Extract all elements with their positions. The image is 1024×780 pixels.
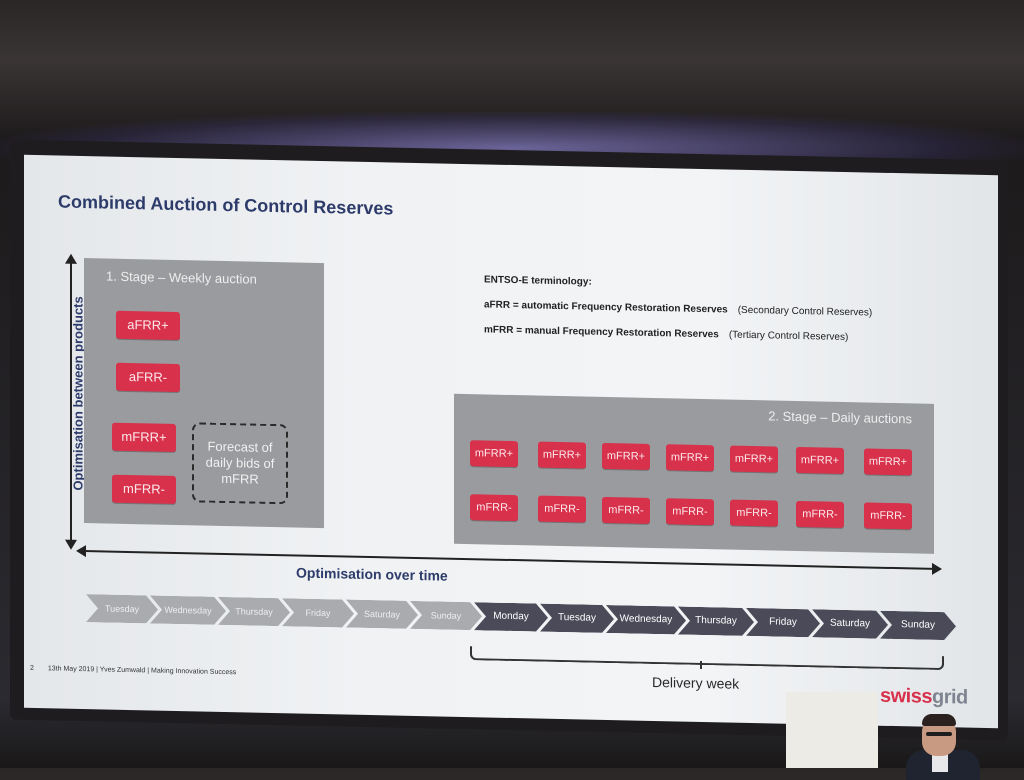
terminology-block: ENTSO-E terminology: aFRR = automatic Fr… (484, 274, 872, 357)
stage1-product-afrr-minus: aFRR- (116, 362, 180, 393)
timeline-day-past: Thursday (218, 597, 290, 627)
stage1-weekly-auction-box: 1. Stage – Weekly auction aFRR+ aFRR- mF… (84, 258, 324, 529)
stage1-product-afrr-plus: aFRR+ (116, 310, 180, 341)
daily-chip-minus: mFRR- (666, 498, 714, 526)
swissgrid-logo: swissgrid (880, 685, 968, 710)
daily-chip-minus: mFRR- (864, 502, 912, 530)
daily-chip-minus: mFRR- (730, 499, 778, 527)
daily-chip-minus: mFRR- (470, 494, 518, 522)
stage2-title: 2. Stage – Daily auctions (768, 408, 912, 427)
timeline-day-past: Saturday (346, 600, 418, 630)
terminology-heading: ENTSO-E terminology: (484, 274, 592, 288)
stage2-daily-auctions-box: 2. Stage – Daily auctions mFRR+ mFRR+ mF… (454, 393, 934, 554)
delivery-week-label: Delivery week (652, 673, 740, 692)
logo-part-swiss: swiss (880, 684, 932, 708)
timeline-day-delivery: Wednesday (606, 605, 686, 635)
podium-sign (786, 692, 878, 768)
timeline-day-delivery: Monday (474, 602, 548, 632)
daily-chip-plus: mFRR+ (470, 440, 518, 468)
speaker-shirt (932, 752, 948, 772)
timeline-day-past: Sunday (410, 601, 482, 631)
timeline-day-delivery: Sunday (880, 611, 956, 641)
speaker-glasses (926, 732, 952, 736)
delivery-week-brace-tip (700, 660, 702, 670)
logo-part-grid: grid (931, 685, 968, 709)
slide-title: Combined Auction of Control Reserves (58, 191, 394, 219)
timeline-day-past: Tuesday (86, 594, 158, 624)
daily-chip-minus: mFRR- (602, 496, 650, 524)
timeline-day-delivery: Tuesday (540, 604, 614, 634)
daily-chip-plus: mFRR+ (730, 445, 778, 473)
daily-chip-plus: mFRR+ (864, 448, 912, 476)
afrr-definition: aFRR = automatic Frequency Restoration R… (484, 299, 728, 316)
horizontal-axis-arrow (84, 550, 934, 570)
timeline-day-past: Wednesday (150, 595, 226, 625)
speaker-hair (922, 714, 956, 726)
daily-chip-plus: mFRR+ (602, 442, 650, 470)
stage1-product-mfrr-minus: mFRR- (112, 474, 176, 504)
afrr-note: (Secondary Control Reserves) (737, 304, 873, 319)
daily-chip-plus: mFRR+ (796, 446, 844, 474)
horizontal-axis-label: Optimisation over time (296, 564, 448, 584)
daily-chip-minus: mFRR- (796, 500, 844, 528)
timeline-day-past: Friday (282, 598, 354, 628)
timeline-day-delivery: Thursday (678, 606, 754, 636)
forecast-dashed-box: Forecast of daily bids of mFRR (192, 422, 288, 505)
terminology-afrr-row: aFRR = automatic Frequency Restoration R… (484, 299, 872, 318)
mfrr-note: (Tertiary Control Reserves) (728, 329, 849, 344)
stage1-product-mfrr-plus: mFRR+ (112, 422, 176, 452)
daily-chip-plus: mFRR+ (538, 441, 586, 469)
slide-footer: 2 13th May 2019 | Yves Zumwald | Making I… (30, 665, 236, 676)
stage1-title: 1. Stage – Weekly auction (106, 268, 257, 287)
timeline-day-delivery: Friday (746, 608, 820, 638)
page-number: 2 (30, 664, 34, 673)
daily-chip-plus: mFRR+ (666, 444, 714, 472)
footer-text: 13th May 2019 | Yves Zumwald | Making In… (47, 665, 237, 677)
daily-chip-minus: mFRR- (538, 495, 586, 523)
presentation-slide: Combined Auction of Control Reserves Opt… (24, 154, 998, 729)
terminology-mfrr-row: mFRR = manual Frequency Restoration Rese… (484, 324, 872, 343)
week-timeline: Tuesday Wednesday Thursday Friday Saturd… (86, 594, 956, 640)
mfrr-definition: mFRR = manual Frequency Restoration Rese… (484, 324, 719, 341)
timeline-day-delivery: Saturday (812, 609, 888, 639)
delivery-week-brace (470, 646, 944, 671)
